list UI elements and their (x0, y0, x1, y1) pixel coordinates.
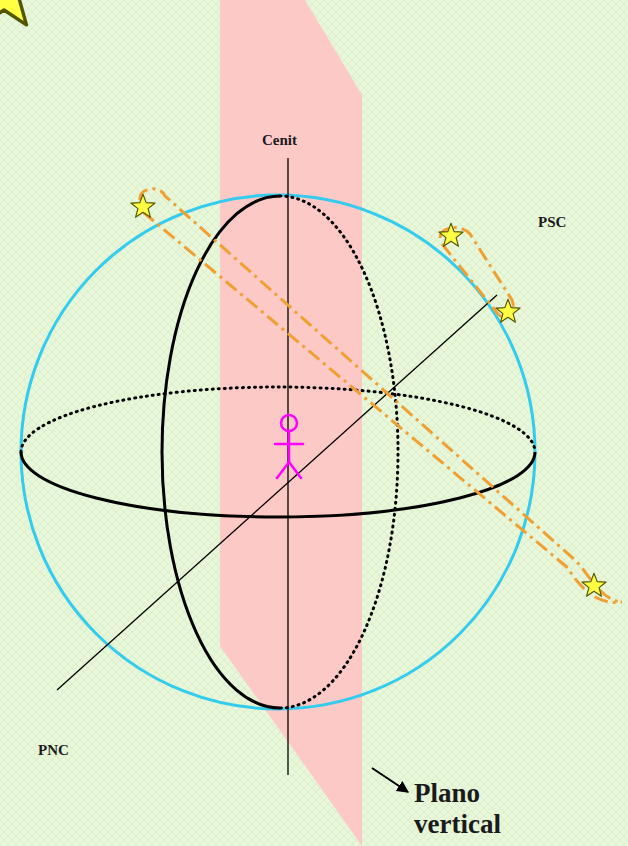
pole-label: PNC (38, 742, 69, 759)
star-trail (143, 212, 622, 602)
star-trail (140, 189, 622, 602)
meridian-front (162, 196, 280, 708)
star-trail (442, 244, 508, 317)
star (131, 194, 155, 217)
star-trails (140, 189, 622, 603)
zenith-axis (287, 158, 288, 775)
horizon-back (21, 387, 535, 452)
vertical-plane (220, 0, 362, 846)
pole-label: PSC (538, 214, 566, 231)
observer-figure (275, 415, 303, 478)
plane-label: Plano vertical (414, 778, 534, 840)
zenith-label: Cenit (262, 132, 297, 149)
sphere-outline (21, 195, 535, 709)
corner-star (0, 0, 40, 25)
star (582, 573, 606, 596)
star (439, 223, 463, 246)
star (496, 299, 520, 322)
leader-arrow (372, 768, 408, 792)
horizon-front (21, 452, 535, 517)
meridian-back (280, 196, 398, 708)
polar-axis (57, 295, 497, 690)
